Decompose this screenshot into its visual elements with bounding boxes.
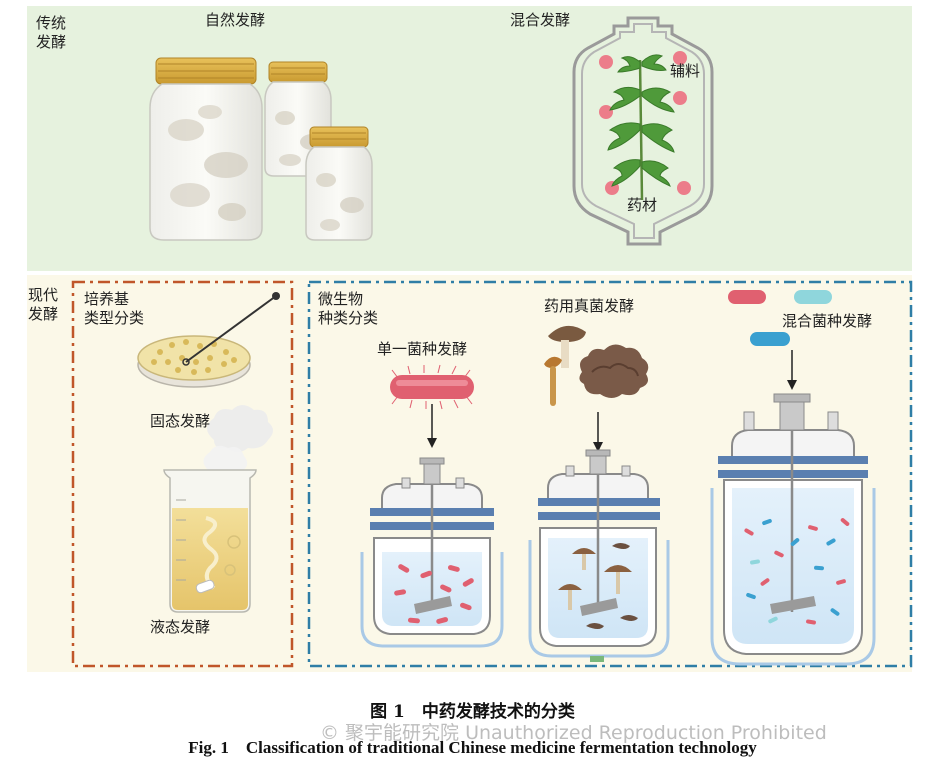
modern-label: 现代 发酵: [28, 286, 59, 323]
arrow-to-reactor-1: [427, 404, 437, 448]
beaker: [163, 405, 273, 613]
mixed-fermentation-vessel: [572, 16, 714, 246]
auxiliary-label: 辅料: [670, 62, 701, 80]
reactor-fungi: [528, 449, 670, 662]
single-strain-label: 单一菌种发酵: [377, 340, 468, 358]
mixed-fermentation-label: 混合发酵: [510, 11, 571, 29]
fungi-fermentation-label: 药用真菌发酵: [544, 297, 635, 315]
medium-class-border: [71, 280, 294, 668]
solid-fermentation-label: 固态发酵: [150, 412, 211, 430]
single-strain-bacterium-icon: [390, 364, 474, 410]
auxiliary-dot: [677, 181, 691, 195]
auxiliary-dot: [599, 105, 613, 119]
mixed-strain-label: 混合菌种发酵: [782, 312, 873, 330]
small-jar: [305, 126, 373, 241]
petri-dish: [137, 292, 280, 388]
liquid-fermentation-label: 液态发酵: [150, 618, 211, 636]
micro-class-label: 微生物 种类分类: [318, 290, 379, 327]
mushroom-icon: [544, 325, 649, 406]
herb-plant-icon: [607, 54, 675, 201]
mixed-bacteria-icon: [728, 290, 832, 346]
auxiliary-dot: [599, 55, 613, 69]
natural-fermentation-label: 自然发酵: [205, 11, 266, 29]
traditional-label: 传统 发酵: [36, 14, 67, 51]
watermark: © 聚宇能研究院 Unauthorized Reproduction Prohi…: [320, 722, 827, 744]
micro-class-border: [307, 280, 913, 668]
herb-label: 药材: [627, 196, 658, 214]
medium-class-label: 培养基 类型分类: [84, 290, 145, 327]
arrow-to-reactor-3: [787, 350, 797, 390]
figure-caption-en: Fig. 1 Classification of traditional Chi…: [188, 738, 757, 757]
figure-caption-cn: 图 1 中药发酵技术的分类: [370, 702, 575, 722]
arrow-to-reactor-2: [593, 412, 603, 452]
reactor-mixed: [710, 393, 876, 666]
reactor-single: [360, 457, 504, 648]
auxiliary-dot: [673, 51, 687, 65]
large-jar: [149, 57, 263, 241]
auxiliary-dot: [673, 91, 687, 105]
